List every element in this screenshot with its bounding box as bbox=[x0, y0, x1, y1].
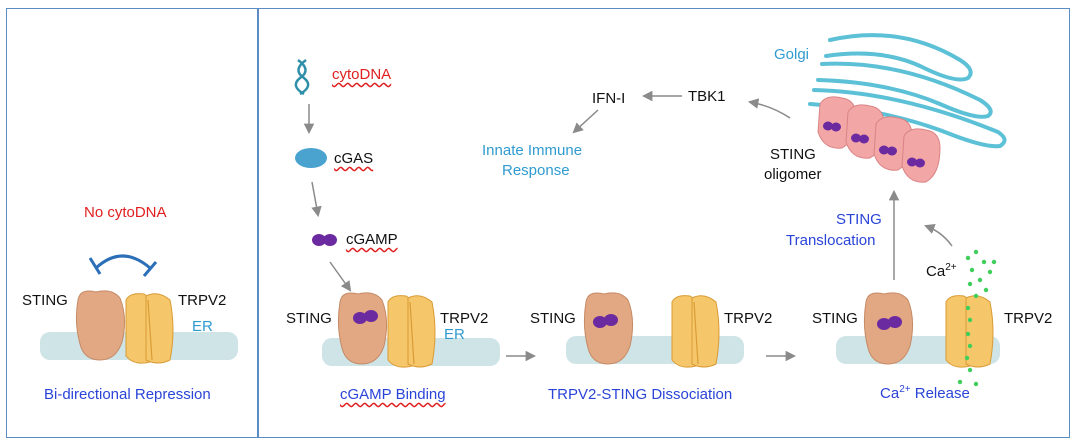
cgas-enzyme-icon bbox=[295, 148, 327, 168]
calcium-release-prefix: Ca bbox=[880, 385, 900, 402]
tbk1-label: TBK1 bbox=[688, 88, 726, 105]
arrow-ifn-to-innate bbox=[572, 109, 599, 134]
translocation-label-line1: STING bbox=[836, 211, 882, 228]
left-panel bbox=[6, 8, 258, 438]
sting-oligomer bbox=[817, 96, 941, 183]
calcium-label-base: Ca bbox=[926, 263, 946, 280]
sting-label-step1: STING bbox=[286, 310, 332, 327]
sting-label-step2: STING bbox=[530, 310, 576, 327]
calcium-release-caption: Ca2+ Release bbox=[880, 384, 970, 402]
arrow-cgas-to-cgamp bbox=[311, 181, 322, 218]
no-cytodna-label: No cytoDNA bbox=[84, 204, 167, 221]
arrow-cgamp-to-binding bbox=[329, 261, 352, 292]
bidirectional-caption: Bi-directional Repression bbox=[44, 386, 211, 403]
repression-bar-left bbox=[88, 257, 102, 275]
ifn-label: IFN-I bbox=[592, 90, 626, 107]
oligomer-label-line1: STING bbox=[770, 146, 816, 163]
calcium-release-charge: 2+ bbox=[899, 384, 911, 395]
innate-immune-line1: Innate Immune bbox=[482, 142, 583, 159]
sting-label-step3: STING bbox=[812, 310, 858, 327]
sting-label-left: STING bbox=[22, 292, 68, 309]
oligomer-cgamp bbox=[823, 121, 925, 168]
oligomer-label-line2: oligomer bbox=[764, 166, 822, 183]
cgamp-molecule-icon bbox=[312, 234, 337, 246]
sting-protein-left bbox=[75, 290, 126, 361]
sting-protein-step2 bbox=[583, 292, 634, 365]
cgamp-bound-step2 bbox=[593, 314, 618, 328]
cgamp-bound-step3 bbox=[877, 316, 902, 330]
trpv2-channel-step3 bbox=[945, 295, 994, 368]
er-label-left: ER bbox=[192, 318, 213, 335]
cytodna-label: cytoDNA bbox=[332, 66, 392, 83]
calcium-label-charge: 2+ bbox=[945, 262, 957, 273]
calcium-release-suffix: Release bbox=[910, 385, 970, 402]
repression-bar-right bbox=[142, 261, 158, 277]
cgamp-binding-caption: cGAMP Binding bbox=[340, 386, 446, 403]
calcium-ions bbox=[957, 249, 997, 387]
trpv2-channel-step1 bbox=[387, 295, 436, 368]
trpv2-label-left: TRPV2 bbox=[178, 292, 227, 309]
cgamp-bound-step1 bbox=[353, 310, 378, 324]
dna-helix-icon bbox=[294, 58, 310, 96]
arrow-calcium-to-translocation bbox=[924, 224, 953, 247]
trpv2-channel-left bbox=[125, 293, 174, 364]
dissociation-caption: TRPV2-STING Dissociation bbox=[548, 386, 733, 403]
right-panel bbox=[258, 8, 1070, 438]
golgi-label: Golgi bbox=[774, 46, 810, 63]
sting-protein-step1 bbox=[337, 292, 388, 365]
trpv2-channel-step2 bbox=[671, 295, 720, 368]
cgas-label: cGAS bbox=[334, 150, 374, 167]
er-label-step1: ER bbox=[444, 326, 465, 343]
translocation-label-line2: Translocation bbox=[786, 232, 876, 249]
arrow-oligomer-to-tbk1 bbox=[747, 98, 791, 119]
cgamp-label: cGAMP bbox=[346, 231, 398, 248]
repression-arc bbox=[94, 254, 151, 270]
trpv2-label-step3: TRPV2 bbox=[1004, 310, 1053, 327]
golgi-apparatus bbox=[808, 33, 1007, 149]
trpv2-label-step1: TRPV2 bbox=[440, 310, 489, 327]
calcium-label: Ca2+ bbox=[926, 262, 957, 280]
trpv2-label-step2: TRPV2 bbox=[724, 310, 773, 327]
innate-immune-line2: Response bbox=[502, 162, 570, 179]
